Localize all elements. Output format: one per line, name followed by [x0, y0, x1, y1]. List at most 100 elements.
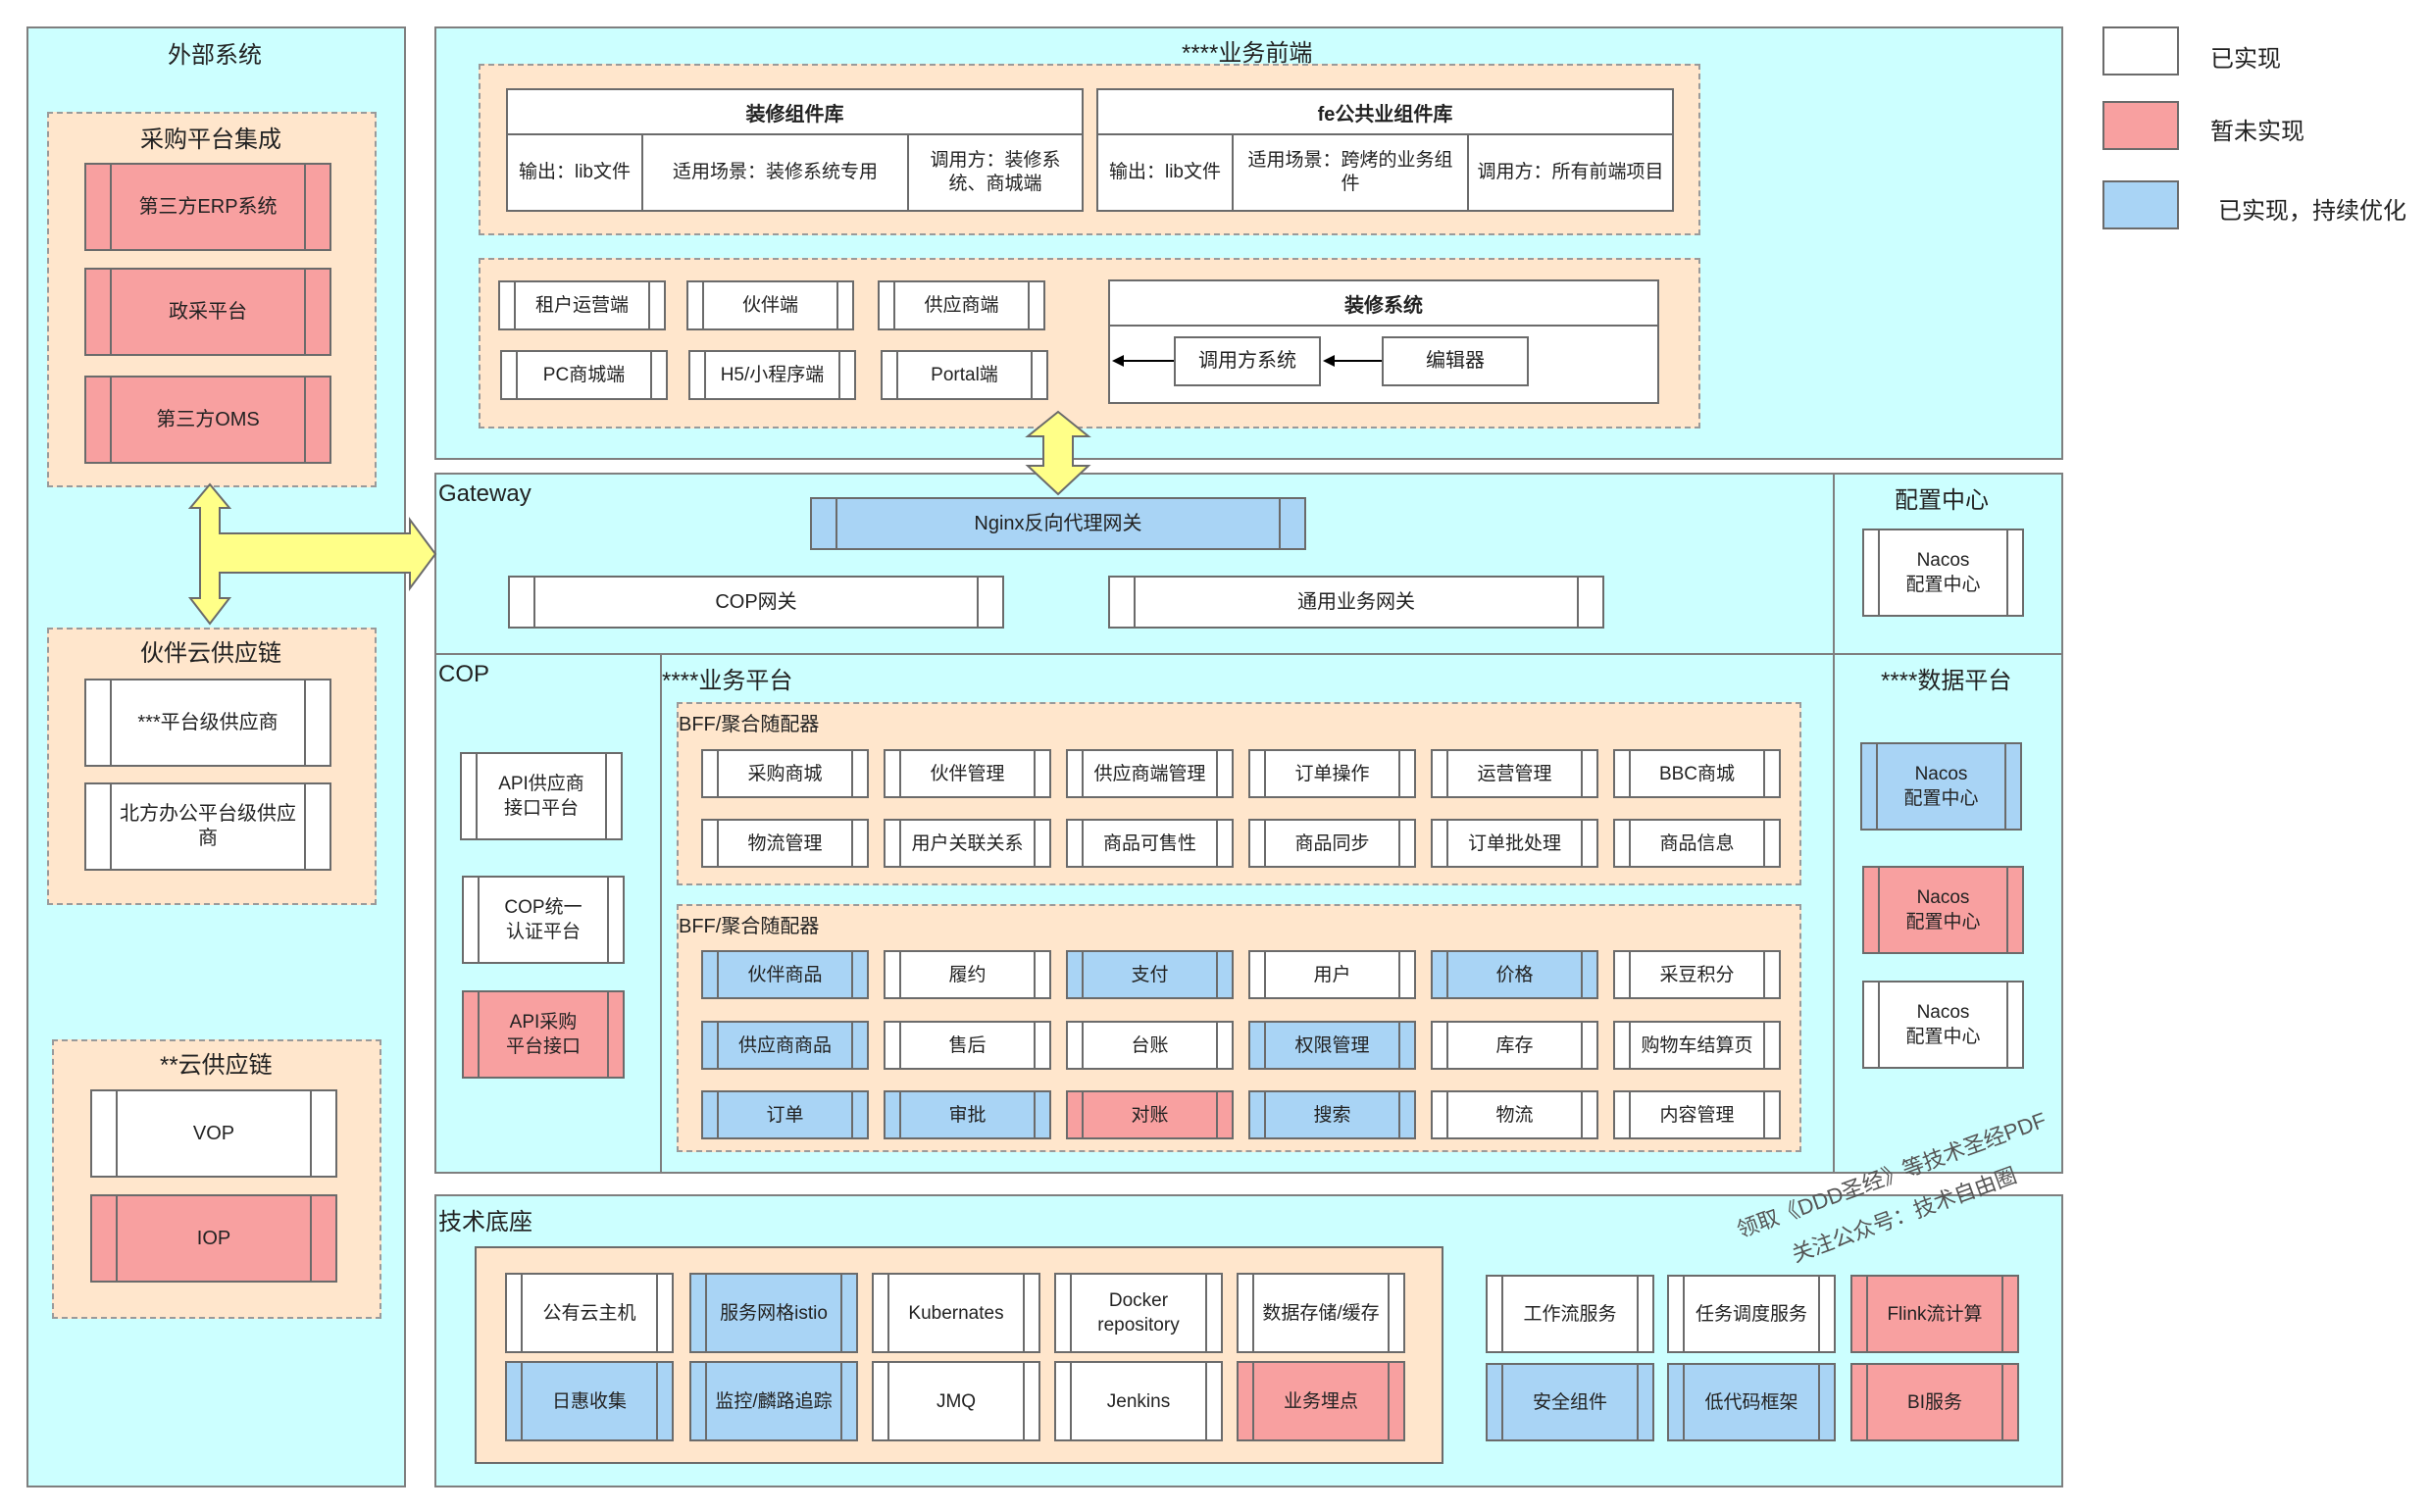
- bff1-item[interactable]: 采购商城: [701, 749, 869, 798]
- data-platform-title: ****数据平台: [1881, 668, 2012, 694]
- bff1-item[interactable]: 订单操作: [1248, 749, 1416, 798]
- bff1-item[interactable]: 用户关联关系: [884, 819, 1051, 868]
- app-pc-mall[interactable]: PC商城端: [500, 350, 668, 400]
- legend-swatch-implemented: [2102, 26, 2179, 76]
- decoration-lib-table: 装修组件库 输出：lib文件 适用场景：装修系统专用 调用方：装修系统、商城端: [506, 88, 1084, 212]
- bff2-item[interactable]: 购物车结算页: [1613, 1021, 1781, 1070]
- tech-infra-item[interactable]: JMQ: [872, 1361, 1040, 1441]
- bff2-item[interactable]: 台账: [1066, 1021, 1234, 1070]
- bff2-item[interactable]: 供应商商品: [701, 1021, 869, 1070]
- ext-oms[interactable]: 第三方OMS: [84, 376, 331, 464]
- cop-title: COP: [438, 661, 490, 687]
- decoration-arrows: [1112, 355, 1382, 367]
- biz-platform-title: ****业务平台: [662, 668, 793, 694]
- tech-infra-item[interactable]: 服务网格istio: [689, 1273, 858, 1353]
- bff1-item[interactable]: 商品可售性: [1066, 819, 1234, 868]
- legend-label-not-implemented: 暂未实现: [2210, 119, 2304, 145]
- tech-service-item[interactable]: Flink流计算: [1850, 1275, 2019, 1353]
- tech-infra-item[interactable]: Kubernates: [872, 1273, 1040, 1353]
- cloud-chain-title: **云供应链: [160, 1052, 273, 1079]
- decoration-lib-scenario: 适用场景：装修系统专用: [643, 135, 909, 210]
- app-h5-miniprogram[interactable]: H5/小程序端: [688, 350, 856, 400]
- bff2-item[interactable]: 审批: [884, 1090, 1051, 1139]
- bff2-item[interactable]: 对账: [1066, 1090, 1234, 1139]
- tech-infra-item[interactable]: 数据存储/缓存: [1237, 1273, 1405, 1353]
- bff2-item[interactable]: 售后: [884, 1021, 1051, 1070]
- tech-infra-item[interactable]: Docker repository: [1054, 1273, 1223, 1353]
- app-partner[interactable]: 伙伴端: [686, 280, 854, 330]
- frontend-gateway-arrow: [1025, 410, 1091, 496]
- ext-gov-procurement[interactable]: 政采平台: [84, 268, 331, 356]
- bff1-item[interactable]: 供应商端管理: [1066, 749, 1234, 798]
- app-supplier[interactable]: 供应商端: [878, 280, 1045, 330]
- procurement-title: 采购平台集成: [140, 126, 281, 153]
- tech-service-item[interactable]: 任务调度服务: [1667, 1275, 1836, 1353]
- bff2-item[interactable]: 采豆积分: [1613, 950, 1781, 999]
- cop-auth-platform[interactable]: COP统一 认证平台: [462, 876, 625, 964]
- tech-service-item[interactable]: 安全组件: [1486, 1363, 1654, 1441]
- app-tenant-ops[interactable]: 租户运营端: [498, 280, 666, 330]
- ext-platform-supplier[interactable]: ***平台级供应商: [84, 679, 331, 767]
- app-portal[interactable]: Portal端: [881, 350, 1048, 400]
- tech-infra-item[interactable]: Jenkins: [1054, 1361, 1223, 1441]
- bff2-item[interactable]: 权限管理: [1248, 1021, 1416, 1070]
- bff2-item[interactable]: 履约: [884, 950, 1051, 999]
- tech-infra-item[interactable]: 日惠收集: [505, 1361, 674, 1441]
- tech-infra-item[interactable]: 公有云主机: [505, 1273, 674, 1353]
- bff1-title: BFF/聚合随配器: [679, 714, 820, 735]
- tech-service-item[interactable]: BI服务: [1850, 1363, 2019, 1441]
- legend-label-implemented: 已实现: [2210, 46, 2281, 73]
- bff2-item[interactable]: 库存: [1431, 1021, 1598, 1070]
- decoration-lib-caller: 调用方：装修系统、商城端: [930, 150, 1061, 194]
- bff2-item[interactable]: 用户: [1248, 950, 1416, 999]
- config-nacos[interactable]: Nacos 配置中心: [1862, 529, 2024, 617]
- bff2-item[interactable]: 订单: [701, 1090, 869, 1139]
- bff2-item[interactable]: 伙伴商品: [701, 950, 869, 999]
- ext-vop[interactable]: VOP: [90, 1089, 337, 1178]
- bff1-item[interactable]: 物流管理: [701, 819, 869, 868]
- bff2-item[interactable]: 支付: [1066, 950, 1234, 999]
- ext-iop[interactable]: IOP: [90, 1194, 337, 1283]
- bff1-item[interactable]: 商品同步: [1248, 819, 1416, 868]
- config-center-title: 配置中心: [1895, 487, 1989, 514]
- fe-common-lib-name: fe公共业组件库: [1098, 90, 1672, 135]
- fe-common-lib-scenario: 适用场景：跨烤的业务组件: [1234, 135, 1469, 210]
- frontend-title: ****业务前端: [1182, 40, 1313, 67]
- legend-swatch-not-implemented: [2102, 101, 2179, 150]
- bff1-item[interactable]: BBC商城: [1613, 749, 1781, 798]
- decoration-caller-system[interactable]: 调用方系统: [1174, 336, 1321, 386]
- bff2-item[interactable]: 价格: [1431, 950, 1598, 999]
- bff1-item[interactable]: 运营管理: [1431, 749, 1598, 798]
- bff2-item[interactable]: 搜索: [1248, 1090, 1416, 1139]
- bff2-item[interactable]: 内容管理: [1613, 1090, 1781, 1139]
- bff1-item[interactable]: 商品信息: [1613, 819, 1781, 868]
- nginx-gateway[interactable]: Nginx反向代理网关: [810, 497, 1306, 550]
- decoration-system-title: 装修系统: [1110, 281, 1657, 327]
- legend-label-optimizing: 已实现，持续优化: [2218, 198, 2406, 225]
- tech-infra-item[interactable]: 业务埋点: [1237, 1361, 1405, 1441]
- bff2-title: BFF/聚合随配器: [679, 916, 820, 937]
- partner-chain-title: 伙伴云供应链: [140, 640, 281, 667]
- bff2-item[interactable]: 物流: [1431, 1090, 1598, 1139]
- tech-service-item[interactable]: 工作流服务: [1486, 1275, 1654, 1353]
- fe-common-lib-caller: 调用方：所有前端项目: [1477, 162, 1664, 182]
- data-nacos-1[interactable]: Nacos 配置中心: [1860, 742, 2022, 831]
- decoration-editor[interactable]: 编辑器: [1382, 336, 1529, 386]
- bff1-item[interactable]: 伙伴管理: [884, 749, 1051, 798]
- legend-swatch-optimizing: [2102, 180, 2179, 229]
- bff1-item[interactable]: 订单批处理: [1431, 819, 1598, 868]
- decoration-lib-name: 装修组件库: [508, 90, 1082, 135]
- cop-api-supplier[interactable]: API供应商 接口平台: [460, 752, 623, 840]
- common-biz-gateway[interactable]: 通用业务网关: [1108, 576, 1604, 629]
- data-nacos-2[interactable]: Nacos 配置中心: [1862, 866, 2024, 954]
- external-gateway-arrow: [187, 482, 437, 626]
- tech-service-item[interactable]: 低代码框架: [1667, 1363, 1836, 1441]
- fe-common-lib-table: fe公共业组件库 输出：lib文件 适用场景：跨烤的业务组件 调用方：所有前端项…: [1096, 88, 1674, 212]
- cop-gateway[interactable]: COP网关: [508, 576, 1004, 629]
- external-systems-title: 外部系统: [168, 42, 262, 69]
- ext-erp-system[interactable]: 第三方ERP系统: [84, 163, 331, 251]
- tech-infra-item[interactable]: 监控/麟路追踪: [689, 1361, 858, 1441]
- data-nacos-3[interactable]: Nacos 配置中心: [1862, 981, 2024, 1069]
- ext-north-office-supplier[interactable]: 北方办公平台级供应商: [84, 782, 331, 871]
- cop-api-procurement[interactable]: API采购 平台接口: [462, 990, 625, 1079]
